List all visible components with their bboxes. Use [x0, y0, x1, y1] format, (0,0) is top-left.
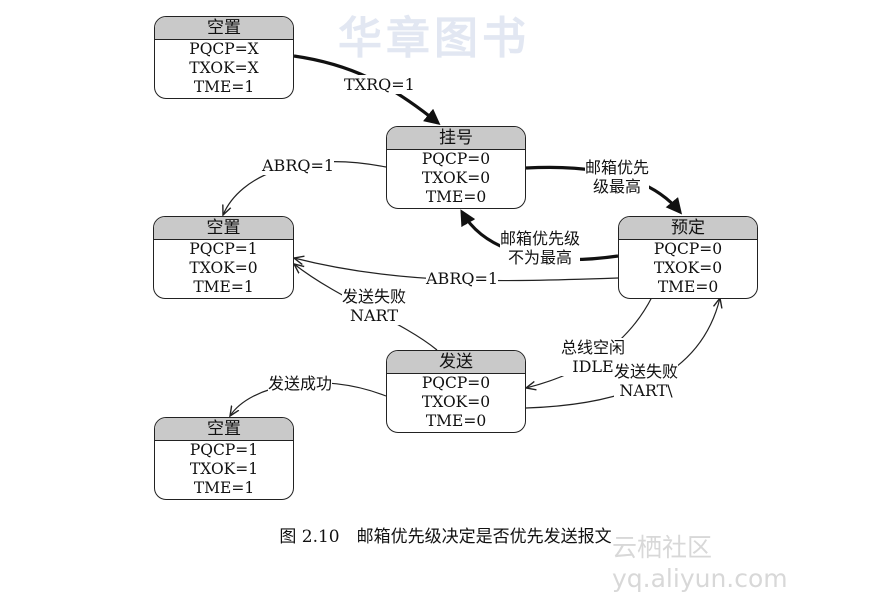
- label-highest-line1: 邮箱优先: [585, 158, 650, 177]
- figure-caption: 图 2.10 邮箱优先级决定是否优先发送报文: [279, 527, 612, 547]
- state-idle-initial: 空置 PQCP=X TXOK=X TME=1: [154, 16, 294, 99]
- state-line-tme: TME=0: [657, 278, 719, 296]
- label-fail-nart-retry: 发送失败 NART\: [614, 362, 679, 400]
- label-not-highest-line2: 不为最高: [508, 248, 573, 267]
- state-title: 发送: [387, 351, 525, 374]
- state-line-txok: TXOK=0: [421, 169, 491, 187]
- state-line-pqcp: PQCP=0: [653, 240, 723, 258]
- label-tx-success: 发送成功: [268, 374, 333, 393]
- state-line-txok: TXOK=X: [189, 59, 259, 77]
- label-txrq: TXRQ=1: [344, 75, 415, 94]
- state-title: 空置: [154, 217, 293, 240]
- state-line-pqcp: PQCP=1: [189, 441, 259, 459]
- state-title: 预定: [619, 217, 757, 240]
- label-highest-priority: 邮箱优先 级最高: [585, 158, 650, 196]
- state-line-tme: TME=1: [193, 278, 254, 296]
- state-title: 空置: [155, 418, 293, 441]
- state-pending: 挂号 PQCP=0 TXOK=0 TME=0: [386, 126, 526, 209]
- label-fail-nart-retry-line2: NART\: [619, 381, 673, 400]
- watermark-site: 云栖社区 yq.aliyun.com: [612, 533, 788, 593]
- label-abrq-top: ABRQ=1: [262, 156, 335, 175]
- state-line-tme: TME=1: [193, 479, 255, 497]
- state-line-tme: TME=0: [425, 412, 487, 430]
- label-abrq-mid: ABRQ=1: [426, 269, 499, 288]
- state-scheduled: 预定 PQCP=0 TXOK=0 TME=0: [618, 216, 758, 299]
- label-not-highest-line1: 邮箱优先级: [500, 229, 581, 248]
- state-line-txok: TXOK=0: [653, 259, 723, 277]
- state-line-pqcp: PQCP=X: [189, 40, 259, 58]
- label-bus-idle-line2: IDLE: [572, 357, 614, 376]
- state-line-tme: TME=0: [425, 188, 487, 206]
- state-line-pqcp: PQCP=0: [421, 150, 491, 168]
- label-fail-nart-line1: 发送失败: [342, 287, 407, 306]
- state-transmit: 发送 PQCP=0 TXOK=0 TME=0: [386, 350, 526, 433]
- state-line-txok: TXOK=1: [189, 460, 259, 478]
- state-title: 挂号: [387, 127, 525, 150]
- label-highest-line2: 级最高: [593, 177, 642, 196]
- label-fail-nart: 发送失败 NART: [342, 287, 407, 325]
- state-idle-aborted: 空置 PQCP=1 TXOK=0 TME=1: [153, 216, 294, 299]
- watermark-publisher: 华章图书: [338, 13, 530, 64]
- state-line-txok: TXOK=0: [421, 393, 491, 411]
- state-line-tme: TME=1: [193, 78, 255, 96]
- state-line-pqcp: PQCP=0: [421, 374, 491, 392]
- state-idle-success: 空置 PQCP=1 TXOK=1 TME=1: [154, 417, 294, 500]
- label-bus-idle-line1: 总线空闲: [561, 338, 626, 357]
- state-line-txok: TXOK=0: [189, 259, 258, 277]
- label-not-highest: 邮箱优先级 不为最高: [500, 229, 581, 267]
- state-title: 空置: [155, 17, 293, 40]
- label-fail-nart-line2: NART: [350, 306, 398, 325]
- label-fail-nart-retry-line1: 发送失败: [614, 362, 679, 381]
- state-line-pqcp: PQCP=1: [189, 240, 258, 258]
